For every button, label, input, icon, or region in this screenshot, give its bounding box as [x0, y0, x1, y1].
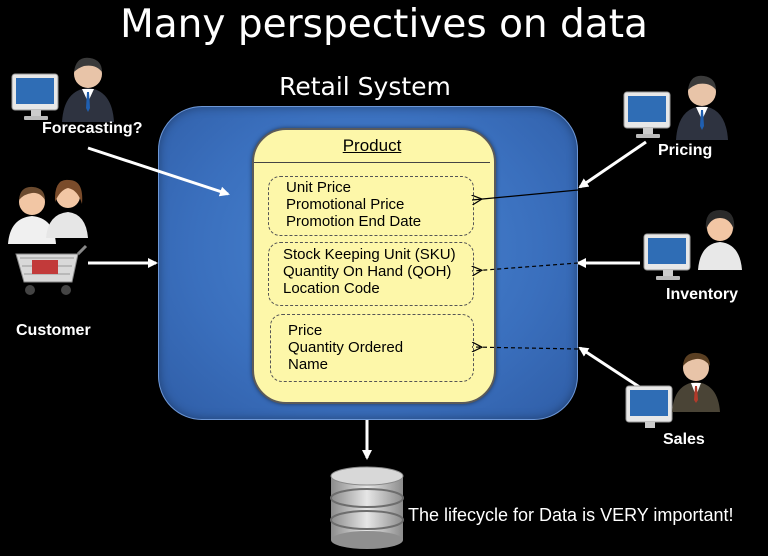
shopping-cart-icon	[15, 244, 88, 295]
attribute-promotion-end-date: Promotion End Date	[286, 213, 422, 230]
attribute-price: Price	[288, 322, 323, 339]
person-icon	[698, 210, 742, 270]
footer-caption: The lifecycle for Data is VERY important…	[408, 505, 734, 525]
inventory-actor-illustration	[643, 210, 742, 280]
product-title: Product	[342, 136, 402, 155]
businessman-icon	[676, 75, 728, 140]
customer-label: Customer	[16, 322, 91, 339]
businessman-icon	[62, 57, 114, 122]
attribute-location-code: Location Code	[283, 280, 380, 297]
arrow-sales	[578, 346, 645, 392]
attribute-qoh: Quantity On Hand (QOH)	[283, 263, 452, 280]
attribute-promotional-price: Promotional Price	[286, 196, 405, 213]
attribute-name: Name	[288, 356, 329, 373]
attribute-quantity-ordered: Quantity Ordered	[288, 339, 404, 356]
sales-label: Sales	[663, 431, 705, 448]
sales-attributes-text: Price Quantity Ordered Name	[288, 322, 403, 373]
arrow-pricing	[578, 140, 647, 189]
attribute-unit-price: Unit Price	[286, 179, 352, 196]
monitor-icon	[625, 385, 673, 428]
slide-title: Many perspectives on data	[120, 2, 648, 47]
forecasting-label: Forecasting?	[42, 120, 143, 137]
businessman-icon	[672, 352, 720, 412]
connector-pricing-group	[472, 189, 579, 200]
monitor-icon	[11, 73, 59, 120]
people-icon	[8, 179, 88, 244]
arrow-forecasting	[87, 146, 230, 197]
connector-sales-group	[472, 347, 579, 349]
pricing-attributes-group	[268, 176, 474, 236]
pricing-actor-illustration	[623, 75, 728, 140]
database-icon	[330, 466, 404, 549]
attribute-sku: Stock Keeping Unit (SKU)	[283, 246, 456, 263]
pricing-label: Pricing	[658, 142, 713, 159]
customer-actor-illustration	[8, 179, 88, 295]
monitor-icon	[643, 233, 691, 280]
product-divider	[254, 162, 490, 163]
connector-inventory-group	[472, 262, 579, 271]
pricing-attributes-text: Unit Price Promotional Price Promotion E…	[286, 179, 421, 230]
inventory-attributes-text: Stock Keeping Unit (SKU) Quantity On Han…	[283, 246, 456, 297]
sales-actor-illustration	[625, 352, 720, 428]
product-box	[252, 128, 496, 404]
inventory-label: Inventory	[666, 286, 739, 303]
system-title: Retail System	[279, 72, 451, 101]
monitor-icon	[623, 91, 671, 138]
forecasting-actor-illustration	[11, 57, 114, 122]
